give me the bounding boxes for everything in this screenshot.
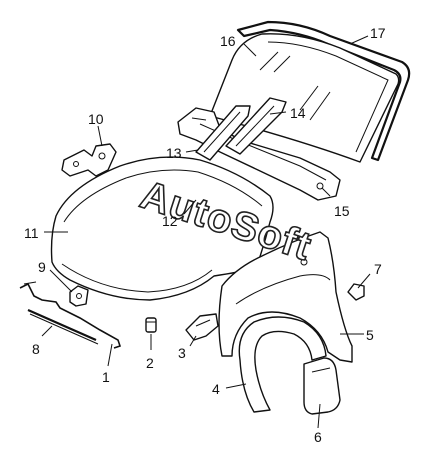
bump-stop: [145, 317, 157, 333]
side-repeater-lamp: [347, 283, 365, 301]
fender-bracket: [185, 313, 219, 341]
windshield-seal: [236, 20, 411, 162]
callout-15: 15: [334, 203, 350, 219]
callout-1: 1: [102, 369, 110, 385]
callout-2: 2: [146, 355, 154, 371]
callout-8: 8: [32, 341, 40, 357]
cowl-bracket-left: [195, 105, 251, 161]
callout-13: 13: [166, 145, 182, 161]
callout-6: 6: [314, 429, 322, 445]
hood-lock: [69, 285, 89, 307]
callout-7: 7: [374, 261, 382, 277]
hood-prop-rod: [27, 308, 99, 345]
front-fender: [218, 231, 353, 363]
callout-9: 9: [38, 259, 46, 275]
callout-10: 10: [88, 111, 104, 127]
callout-17: 17: [370, 25, 386, 41]
callout-11: 11: [24, 225, 39, 241]
leader-lines: [41, 35, 371, 429]
callout-labels: 1 2 3 4 5 6 7 8 9 10 11 12 13 14 15 16 1…: [24, 25, 386, 445]
callout-16: 16: [220, 33, 236, 49]
hood-release-cable: [19, 281, 122, 349]
hood-hinge: [61, 143, 117, 177]
callout-4: 4: [212, 381, 220, 397]
callout-5: 5: [366, 327, 374, 343]
wheel-arch-liner: [238, 316, 327, 413]
callout-12: 12: [162, 213, 178, 229]
mud-flap: [303, 357, 341, 415]
callout-3: 3: [178, 345, 186, 361]
callout-14: 14: [290, 105, 306, 121]
windshield-glass: [209, 33, 400, 163]
cowl-bracket-right: [225, 97, 287, 155]
